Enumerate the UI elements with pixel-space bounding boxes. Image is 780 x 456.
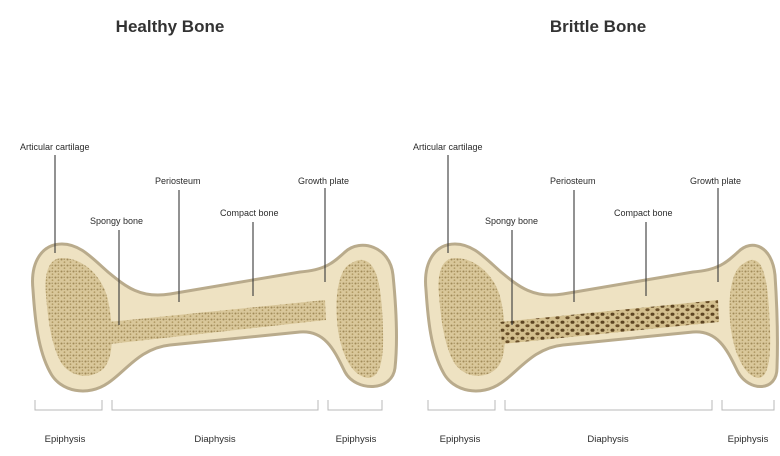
healthy-label-compact-bone: Compact bone bbox=[220, 208, 279, 218]
healthy-region-epiphysis-right: Epiphysis bbox=[336, 434, 377, 445]
brittle-region-epiphysis-right: Epiphysis bbox=[728, 434, 769, 445]
brittle-region-brackets bbox=[428, 400, 774, 410]
healthy-bone-panel: Healthy Bone Articular cartilage Spongy … bbox=[20, 17, 396, 445]
brittle-label-compact-bone: Compact bone bbox=[614, 208, 673, 218]
brittle-bone-panel: Brittle Bone Articular cartilage Spongy … bbox=[413, 17, 777, 445]
brittle-region-epiphysis-left: Epiphysis bbox=[440, 434, 481, 445]
healthy-region-epiphysis-left: Epiphysis bbox=[45, 434, 86, 445]
brittle-label-spongy-bone: Spongy bone bbox=[485, 216, 538, 226]
brittle-bone-illustration bbox=[426, 244, 778, 391]
brittle-label-articular-cartilage: Articular cartilage bbox=[413, 142, 483, 152]
healthy-label-spongy-bone: Spongy bone bbox=[90, 216, 143, 226]
healthy-panel-title: Healthy Bone bbox=[116, 17, 225, 36]
healthy-region-brackets bbox=[35, 400, 382, 410]
brittle-region-diaphysis: Diaphysis bbox=[587, 434, 628, 445]
healthy-label-articular-cartilage: Articular cartilage bbox=[20, 142, 90, 152]
brittle-label-periosteum: Periosteum bbox=[550, 176, 596, 186]
brittle-panel-title: Brittle Bone bbox=[550, 17, 646, 36]
brittle-label-growth-plate: Growth plate bbox=[690, 176, 741, 186]
healthy-bone-illustration bbox=[33, 244, 397, 391]
healthy-region-diaphysis: Diaphysis bbox=[194, 434, 235, 445]
healthy-label-periosteum: Periosteum bbox=[155, 176, 201, 186]
healthy-label-growth-plate: Growth plate bbox=[298, 176, 349, 186]
